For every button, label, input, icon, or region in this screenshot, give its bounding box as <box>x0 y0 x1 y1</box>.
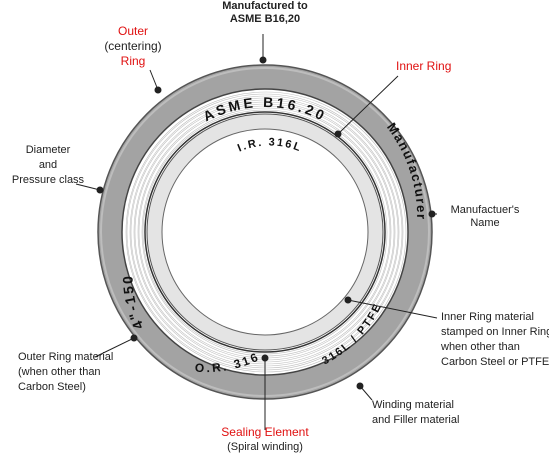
label-inner-ring-material: Inner Ring material stamped on Inner Rin… <box>441 311 549 368</box>
label-sealing-element: Sealing Element (Spiral winding) <box>221 425 309 453</box>
label-manufacturer-name: Manufactuer's Name <box>450 204 520 229</box>
label-outer-ring-material: Outer Ring material (when other than Car… <box>18 351 114 393</box>
label-diameter: Diameter and Pressure class <box>11 144 85 186</box>
winding-line <box>133 99 399 365</box>
winding-line <box>129 95 403 369</box>
label-manufactured: Manufactured to ASME B16,20 <box>222 0 308 25</box>
leader-lines <box>75 34 438 430</box>
label-winding: Winding material and Filler material <box>372 399 460 426</box>
winding-line <box>142 109 388 355</box>
label-inner-ring: Inner Ring <box>396 59 452 73</box>
label-outer-ring: Outer (centering) Ring <box>104 24 162 68</box>
winding-line <box>125 91 407 373</box>
